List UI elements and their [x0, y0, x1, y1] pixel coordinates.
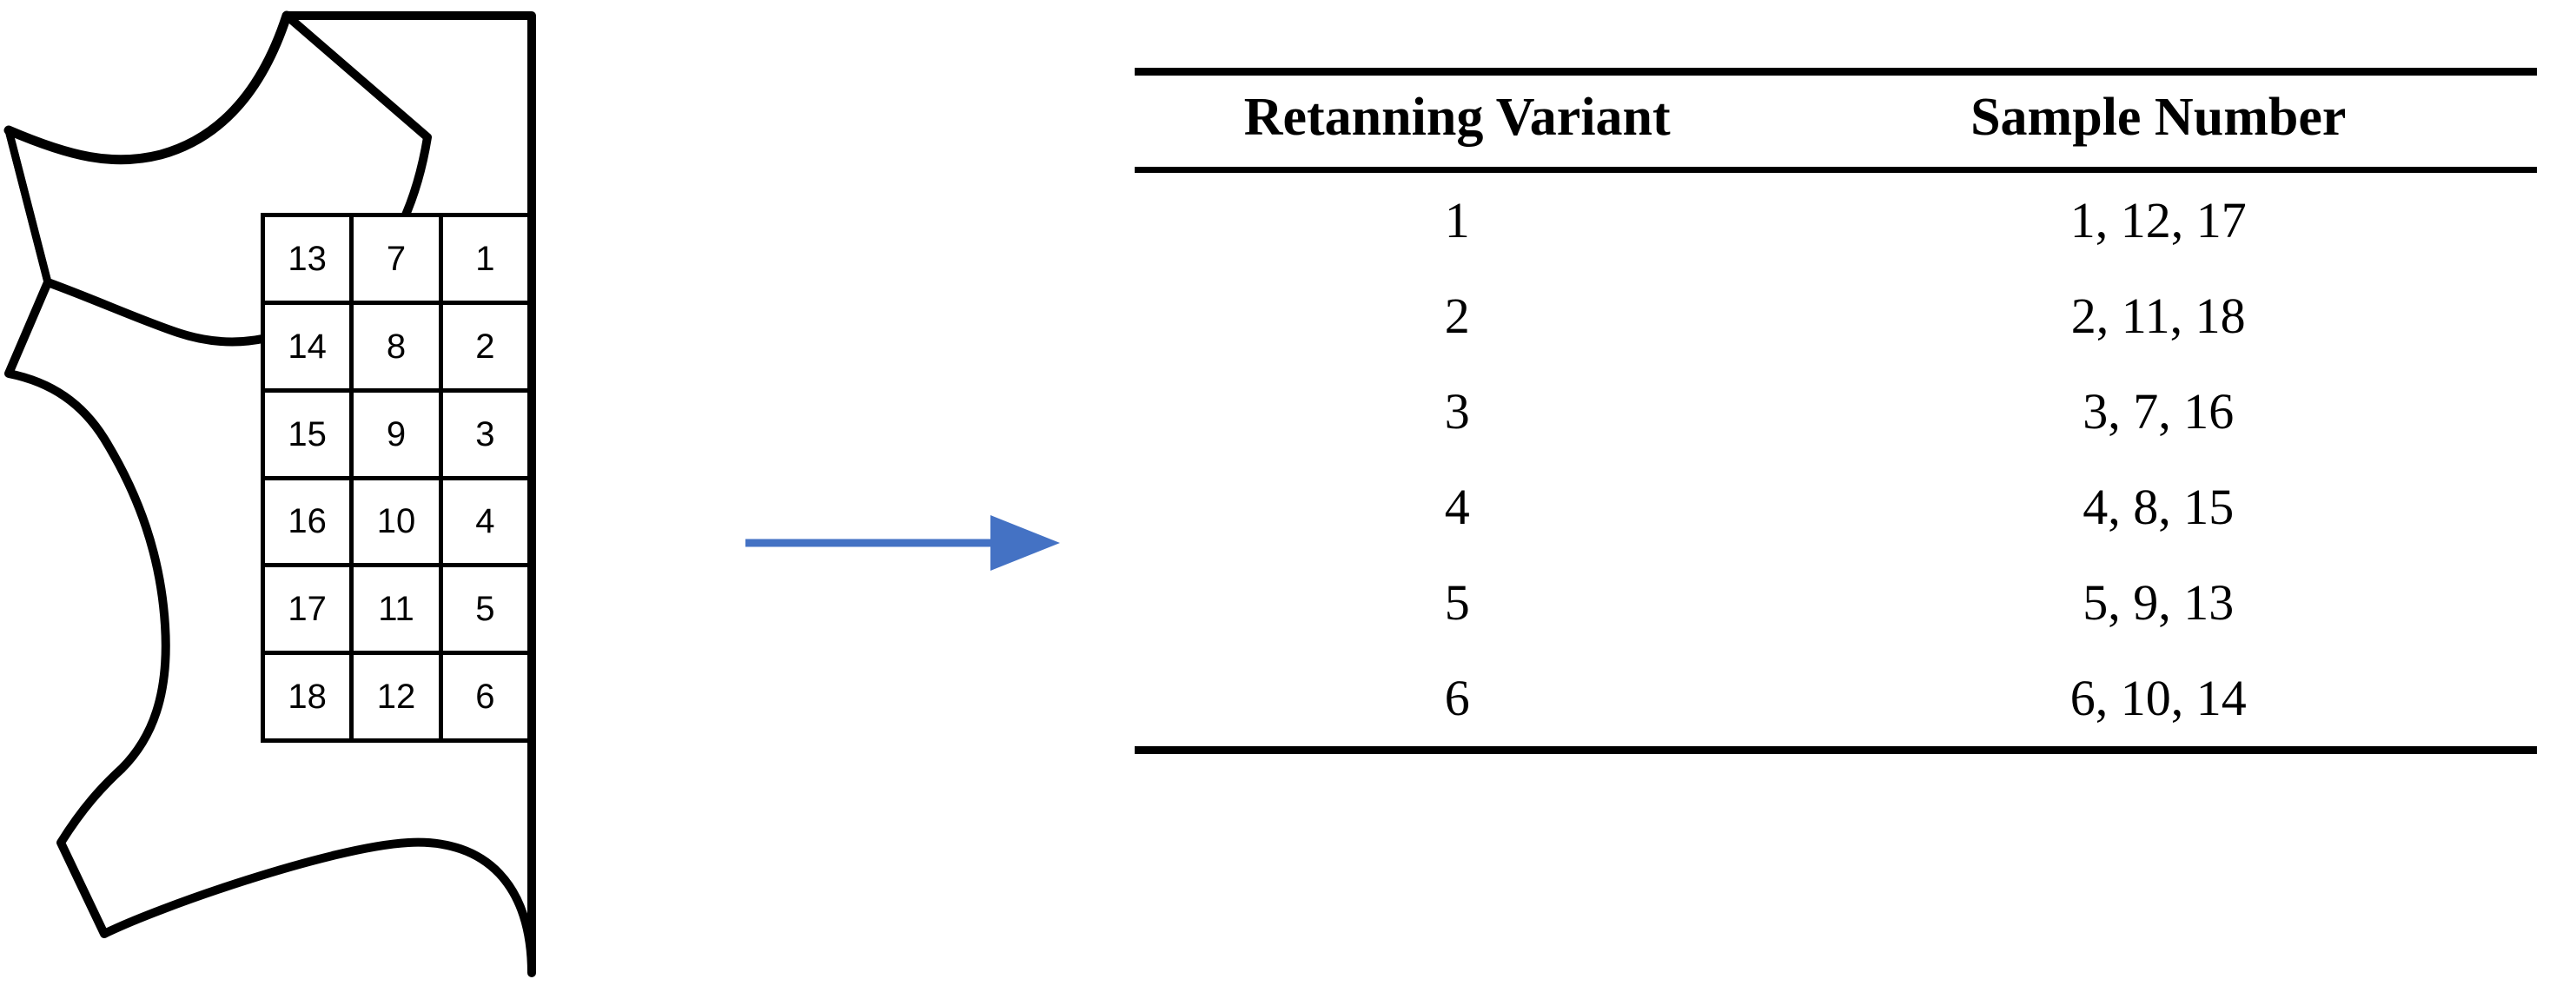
cell-retanning-variant: 6: [1444, 670, 1470, 727]
retanning-variant-table: Retanning Variant Sample Number 1 1, 12,…: [1135, 68, 2537, 755]
table: Retanning Variant Sample Number: [1135, 76, 2537, 167]
table-row: 6 6, 10, 14: [1135, 651, 2537, 746]
flow-arrow-icon: [745, 515, 1060, 571]
grid-cell: 13: [265, 217, 354, 305]
column-header-retanning-variant: Retanning Variant: [1243, 88, 1671, 147]
hide-diagram: 13 7 1 14 8 2 15 9 3 16 10 4 17 11 5 18 …: [0, 0, 573, 999]
cell-retanning-variant: 4: [1444, 479, 1470, 536]
sampling-grid: 13 7 1 14 8 2 15 9 3 16 10 4 17 11 5 18 …: [261, 213, 532, 743]
grid-cell: 7: [354, 217, 443, 305]
grid-cell: 5: [442, 567, 532, 656]
table-row: 3 3, 7, 16: [1135, 364, 2537, 460]
table-row: 1 1, 12, 17: [1135, 173, 2537, 268]
cell-retanning-variant: 2: [1444, 288, 1470, 345]
cell-sample-number: 5, 9, 13: [2083, 574, 2235, 632]
table-row: 4 4, 8, 15: [1135, 460, 2537, 555]
table-bottom-rule: [1135, 746, 2537, 755]
table-body: 1 1, 12, 17 2 2, 11, 18 3 3, 7, 16 4 4, …: [1135, 173, 2537, 746]
grid-cell: 3: [442, 392, 532, 480]
grid-cell: 15: [265, 392, 354, 480]
column-header-sample-number: Sample Number: [1970, 88, 2347, 147]
grid-cell: 14: [265, 304, 354, 393]
table-body-wrapper: 1 1, 12, 17 2 2, 11, 18 3 3, 7, 16 4 4, …: [1135, 173, 2537, 746]
grid-cell: 16: [265, 480, 354, 568]
grid-cell: 6: [442, 655, 532, 743]
cell-retanning-variant: 1: [1444, 192, 1470, 249]
table-header: Retanning Variant Sample Number: [1135, 76, 2537, 167]
grid-cell: 9: [354, 392, 443, 480]
table-row: 2 2, 11, 18: [1135, 268, 2537, 364]
table-header-rule: [1135, 167, 2537, 174]
table-header-row: Retanning Variant Sample Number: [1135, 76, 2537, 167]
grid-cell: 18: [265, 655, 354, 743]
grid-cell: 8: [354, 304, 443, 393]
cell-retanning-variant: 3: [1444, 383, 1470, 440]
cell-sample-number: 6, 10, 14: [2069, 670, 2247, 727]
table-row: 5 5, 9, 13: [1135, 555, 2537, 651]
cell-sample-number: 1, 12, 17: [2069, 192, 2247, 249]
grid-cell: 1: [442, 217, 532, 305]
table-top-rule: [1135, 68, 2537, 76]
grid-cell: 17: [265, 567, 354, 656]
grid-cell: 12: [354, 655, 443, 743]
cell-sample-number: 2, 11, 18: [2070, 288, 2246, 345]
grid-cell: 4: [442, 480, 532, 568]
cell-sample-number: 3, 7, 16: [2083, 383, 2235, 440]
grid-cell: 10: [354, 480, 443, 568]
grid-cell: 2: [442, 304, 532, 393]
grid-cell: 11: [354, 567, 443, 656]
cell-retanning-variant: 5: [1444, 574, 1470, 632]
cell-sample-number: 4, 8, 15: [2083, 479, 2235, 536]
